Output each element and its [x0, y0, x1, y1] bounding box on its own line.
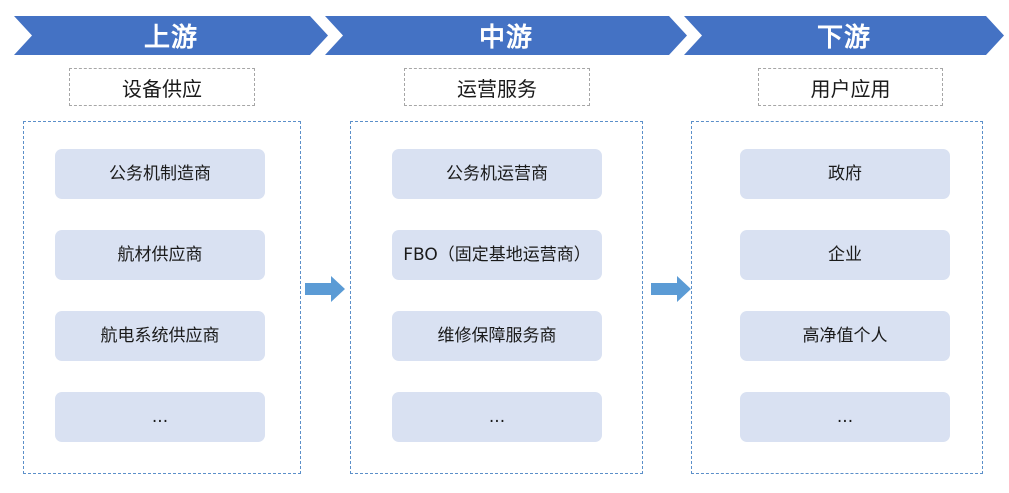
stage-title: 上游: [143, 23, 198, 53]
entity-box: ...: [392, 392, 602, 442]
entity-box: 维修保障服务商: [392, 311, 602, 361]
entity-box: 公务机运营商: [392, 149, 602, 199]
downstream-panel: 政府 企业 高净值个人 ...: [691, 121, 983, 474]
chevron-banner-shape: [684, 16, 1004, 55]
entity-box: ...: [740, 392, 950, 442]
entity-box: 企业: [740, 230, 950, 280]
right-arrow-icon: [651, 276, 691, 302]
category-label-upstream: 设备供应: [69, 68, 255, 106]
chevron-banner-shape: [325, 16, 687, 55]
stage-banner-midstream: 中游: [325, 16, 687, 55]
chevron-banner-shape: [14, 16, 328, 55]
right-arrow-icon: [305, 276, 345, 302]
entity-box: 政府: [740, 149, 950, 199]
entity-box: 航电系统供应商: [55, 311, 265, 361]
category-label-midstream: 运营服务: [404, 68, 590, 106]
stage-banner-downstream: 下游: [684, 16, 1004, 55]
entity-box: 高净值个人: [740, 311, 950, 361]
entity-box: ...: [55, 392, 265, 442]
entity-box: FBO（固定基地运营商）: [392, 230, 602, 280]
category-label-downstream: 用户应用: [758, 68, 943, 106]
entity-box: 航材供应商: [55, 230, 265, 280]
stage-title: 下游: [816, 23, 871, 53]
stage-banner-upstream: 上游: [14, 16, 328, 55]
midstream-panel: 公务机运营商 FBO（固定基地运营商） 维修保障服务商 ...: [350, 121, 643, 474]
upstream-panel: 公务机制造商 航材供应商 航电系统供应商 ...: [23, 121, 301, 474]
entity-box: 公务机制造商: [55, 149, 265, 199]
stage-title: 中游: [478, 23, 533, 53]
